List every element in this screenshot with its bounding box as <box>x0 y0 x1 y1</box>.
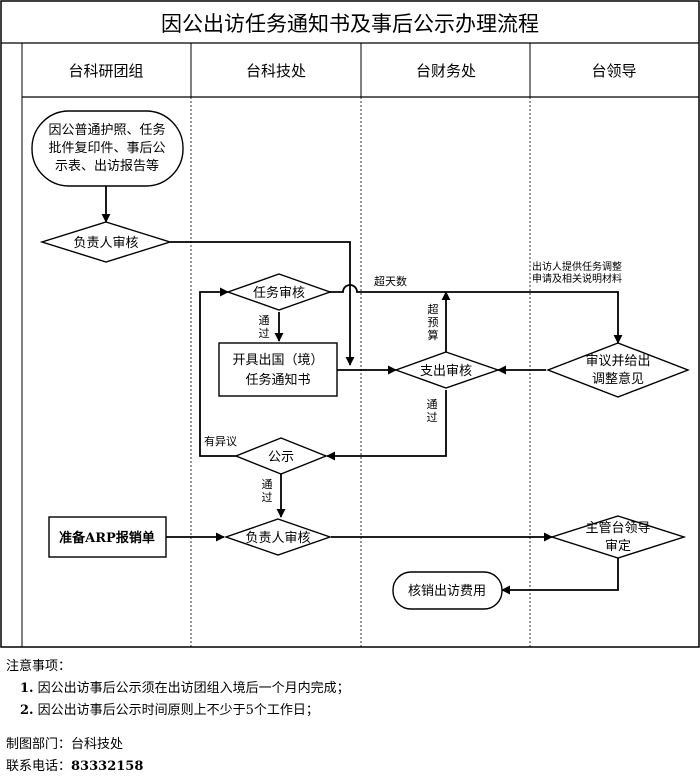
label-pass-publicity: 通 <box>262 478 273 491</box>
svg-text:调整意见: 调整意见 <box>592 371 644 387</box>
node-leader-review-1: 负责人审核 <box>39 221 173 263</box>
svg-text:过: 过 <box>427 411 438 424</box>
node-task-review: 任务审核 <box>225 273 333 311</box>
svg-text:过: 过 <box>262 491 273 504</box>
connectors <box>101 186 623 595</box>
node-leader-review-2: 负责人审核 <box>223 518 333 556</box>
lane-header-sci-tech-office: 台科技处 <box>246 62 306 80</box>
svg-text:申请及相关说明材料: 申请及相关说明材料 <box>532 272 622 285</box>
lane-header-finance-office: 台财务处 <box>416 62 476 80</box>
outer-frame <box>0 0 700 648</box>
svg-text:批件复印件、事后公: 批件复印件、事后公 <box>48 141 165 156</box>
lane-header-research-group: 台科研团组 <box>68 62 143 80</box>
node-publicity: 公示 <box>234 437 328 475</box>
flowchart: 因公出访任务通知书及事后公示办理流程 台科研团组 台科技处 台财务处 台领导 因… <box>0 0 700 648</box>
svg-text:准备ARP报销单: 准备ARP报销单 <box>59 530 155 546</box>
label-over-days: 超天数 <box>374 274 407 288</box>
svg-text:任务通知书: 任务通知书 <box>245 372 310 388</box>
label-pass-expense: 通 <box>427 398 438 411</box>
svg-text:公示: 公示 <box>268 450 294 465</box>
node-issue-notice: 开具出国（境） 任务通知书 <box>218 342 338 397</box>
node-opinion: 审议并给出 调整意见 <box>546 342 690 398</box>
svg-text:负责人审核: 负责人审核 <box>245 531 310 546</box>
svg-text:任务审核: 任务审核 <box>253 285 305 301</box>
svg-text:主管台领导: 主管台领导 <box>585 521 650 536</box>
svg-text:审议并给出: 审议并给出 <box>585 354 650 369</box>
page-title: 因公出访任务通知书及事后公示办理流程 <box>161 12 539 36</box>
svg-text:示表、出访报告等: 示表、出访报告等 <box>55 158 159 174</box>
svg-text:审定: 审定 <box>605 539 631 554</box>
node-arp-form: 准备ARP报销单 <box>48 516 167 558</box>
edge-labels: 通 过 超 预 算 通 过 超天数 出访人提供任务调整 申请及相关说明材料 有异… <box>204 260 622 504</box>
notes-section: 注意事项： 1.因公出访事后公示须在出访团组入境后一个月内完成； 2.因公出访事… <box>6 656 696 778</box>
notes-item: 1.因公出访事后公示须在出访团组入境后一个月内完成； <box>20 681 350 696</box>
node-expense-review: 支出审核 <box>393 351 501 389</box>
lane-header-leadership: 台领导 <box>591 62 636 80</box>
label-adjust-note: 出访人提供任务调整 <box>532 260 622 273</box>
notes-heading: 注意事项： <box>6 659 72 674</box>
label-objection: 有异议 <box>204 434 237 448</box>
node-materials: 因公普通护照、任务 批件复印件、事后公 示表、出访报告等 <box>31 110 184 187</box>
svg-text:开具出国（境）: 开具出国（境） <box>232 353 323 368</box>
notes-item: 2.因公出访事后公示时间原则上不少于5个工作日； <box>20 703 319 718</box>
svg-text:算: 算 <box>428 328 439 342</box>
svg-text:过: 过 <box>259 327 270 340</box>
svg-text:核销出访费用: 核销出访费用 <box>408 584 486 599</box>
node-reimburse: 核销出访费用 <box>392 571 503 610</box>
svg-text:预: 预 <box>428 316 439 329</box>
drawing-department: 制图部门：台科技处 <box>6 737 124 752</box>
node-supervisor-approval: 主管台领导 审定 <box>549 515 687 559</box>
svg-text:支出审核: 支出审核 <box>420 364 472 379</box>
contact-phone: 联系电话：83332158 <box>6 759 144 774</box>
svg-text:负责人审核: 负责人审核 <box>73 236 138 251</box>
svg-text:因公普通护照、任务: 因公普通护照、任务 <box>48 122 165 138</box>
label-over-budget: 超 <box>428 302 439 316</box>
label-pass-task: 通 <box>259 314 270 327</box>
